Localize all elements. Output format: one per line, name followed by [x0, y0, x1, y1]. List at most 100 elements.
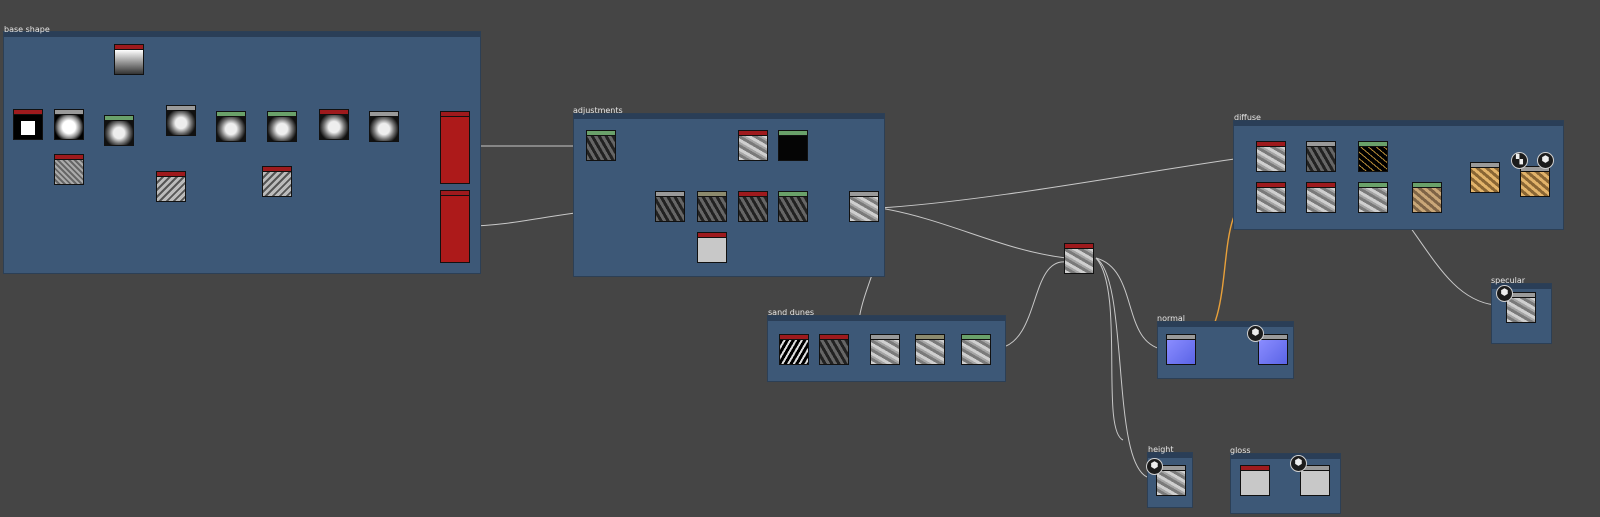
node-thumbnail	[1358, 187, 1388, 213]
frame-header[interactable]	[1148, 453, 1192, 458]
graph-node[interactable]	[779, 334, 809, 365]
node-header	[1412, 182, 1442, 187]
graph-node[interactable]	[778, 191, 808, 222]
graph-node[interactable]	[697, 191, 727, 222]
graph-node[interactable]	[1470, 162, 1500, 193]
node-header	[440, 190, 470, 195]
frame-title: sand dunes	[768, 308, 815, 317]
node-thumbnail	[778, 135, 808, 161]
graph-node[interactable]	[1064, 243, 1094, 274]
node-header	[697, 232, 727, 237]
frame-header[interactable]	[1158, 322, 1293, 327]
graph-node[interactable]	[156, 171, 186, 202]
graph-node[interactable]	[697, 232, 727, 263]
frame-header[interactable]	[1234, 121, 1563, 126]
checker-icon: ▚	[1511, 152, 1528, 169]
node-header	[104, 115, 134, 120]
node-header	[697, 191, 727, 196]
graph-node[interactable]	[1412, 182, 1442, 213]
graph-node[interactable]	[216, 111, 246, 142]
graph-node[interactable]	[1256, 141, 1286, 172]
node-header	[1358, 141, 1388, 146]
graph-node[interactable]	[1520, 166, 1550, 197]
cube-icon: ⬢	[1146, 458, 1163, 475]
node-header	[440, 111, 470, 116]
graph-node[interactable]	[1306, 182, 1336, 213]
node-thumbnail	[779, 339, 809, 365]
frame-title: normal	[1157, 314, 1186, 323]
graph-node[interactable]	[262, 166, 292, 197]
node-thumbnail	[319, 114, 349, 140]
frame-base-shape[interactable]	[3, 31, 481, 274]
node-thumbnail	[915, 339, 945, 365]
node-header	[961, 334, 991, 339]
graph-node[interactable]	[1166, 334, 1196, 365]
graph-node[interactable]	[961, 334, 991, 365]
graph-node[interactable]	[1358, 141, 1388, 172]
node-thumbnail	[738, 135, 768, 161]
graph-node[interactable]	[1358, 182, 1388, 213]
node-header	[216, 111, 246, 116]
node-thumbnail	[1506, 297, 1536, 323]
frame-header[interactable]	[1492, 284, 1551, 289]
node-thumbnail	[216, 116, 246, 142]
graph-node[interactable]	[1306, 141, 1336, 172]
node-thumbnail	[1520, 171, 1550, 197]
graph-node[interactable]	[267, 111, 297, 142]
node-header	[54, 154, 84, 159]
node-header	[778, 130, 808, 135]
node-header	[114, 44, 144, 49]
graph-node[interactable]	[166, 105, 196, 136]
graph-node[interactable]	[870, 334, 900, 365]
graph-node[interactable]	[13, 109, 43, 140]
frame-title: height	[1148, 445, 1174, 454]
node-header	[870, 334, 900, 339]
node-header	[1306, 141, 1336, 146]
graph-node[interactable]	[369, 111, 399, 142]
frame-header[interactable]	[574, 114, 884, 119]
node-header	[778, 191, 808, 196]
node-thumbnail	[1064, 248, 1094, 274]
frame-header[interactable]	[768, 316, 1005, 321]
cube-icon: ⬢	[1496, 285, 1513, 302]
node-thumbnail	[166, 110, 196, 136]
node-thumbnail	[697, 196, 727, 222]
node-header	[262, 166, 292, 171]
graph-node[interactable]	[319, 109, 349, 140]
frame-title: adjustments	[573, 106, 623, 115]
graph-node[interactable]	[440, 111, 470, 184]
frame-header[interactable]	[4, 32, 480, 37]
frame-adjustments[interactable]	[573, 113, 885, 277]
node-header	[1166, 334, 1196, 339]
node-thumbnail	[697, 237, 727, 263]
graph-node[interactable]	[114, 44, 144, 75]
frame-header[interactable]	[1231, 454, 1340, 459]
graph-node[interactable]	[54, 154, 84, 185]
graph-node[interactable]	[1300, 465, 1330, 496]
node-thumbnail	[778, 196, 808, 222]
node-header	[738, 191, 768, 196]
graph-node[interactable]	[54, 109, 84, 140]
graph-node[interactable]	[738, 130, 768, 161]
graph-node[interactable]	[440, 190, 470, 263]
graph-node[interactable]	[849, 191, 879, 222]
node-thumbnail	[1166, 339, 1196, 365]
node-header	[166, 105, 196, 110]
graph-node[interactable]	[655, 191, 685, 222]
graph-node[interactable]	[1258, 334, 1288, 365]
graph-node[interactable]	[778, 130, 808, 161]
cube-icon: ⬢	[1247, 325, 1264, 342]
node-header	[655, 191, 685, 196]
node-thumbnail	[267, 116, 297, 142]
graph-node[interactable]	[104, 115, 134, 146]
frame-title: diffuse	[1234, 113, 1261, 122]
frame-diffuse[interactable]	[1233, 120, 1564, 230]
graph-node[interactable]	[586, 130, 616, 161]
graph-node[interactable]	[738, 191, 768, 222]
graph-node[interactable]	[1240, 465, 1270, 496]
graph-node[interactable]	[915, 334, 945, 365]
graph-node[interactable]	[1256, 182, 1286, 213]
graph-node[interactable]	[1156, 465, 1186, 496]
graph-node[interactable]	[819, 334, 849, 365]
